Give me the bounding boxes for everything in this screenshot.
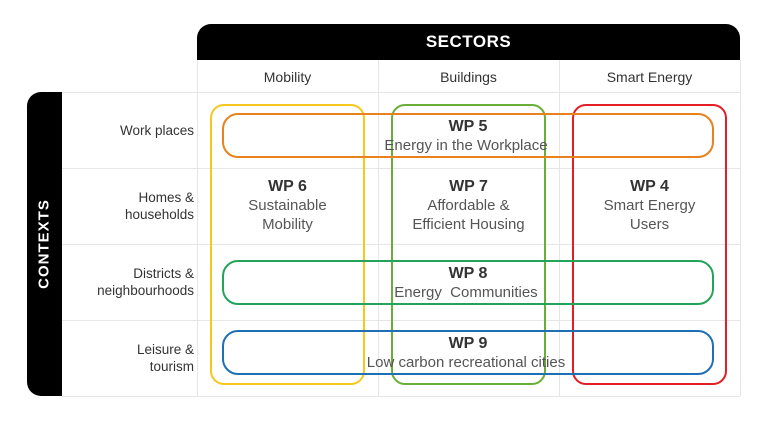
wp8-label: WP 8 Energy Communities	[222, 264, 714, 302]
context-districts-line1: Districts &	[133, 266, 194, 281]
context-leisure: Leisure & tourism	[62, 320, 194, 396]
wp6-subtitle-line2: Mobility	[262, 216, 313, 233]
context-homes-line1: Homes &	[138, 190, 194, 205]
wp5-subtitle: Energy in the Workplace	[384, 137, 548, 154]
grid-hline-4	[62, 320, 740, 321]
wp7-subtitle-line1: Affordable &	[427, 197, 510, 214]
sector-smart-energy: Smart Energy	[606, 69, 693, 85]
context-leisure-line2: tourism	[149, 359, 194, 374]
wp4-subtitle-line1: Smart Energy	[603, 197, 696, 214]
context-districts: Districts & neighbourhoods	[62, 244, 194, 320]
wp9-title: WP 9	[448, 335, 488, 352]
context-districts-line2: neighbourhoods	[97, 283, 194, 298]
wp4-label: WP 4 Smart Energy Users	[572, 177, 727, 234]
context-leisure-line1: Leisure &	[136, 342, 194, 357]
sectors-label: SECTORS	[425, 32, 512, 51]
wp9-frame	[222, 330, 714, 375]
grid-vline-1	[197, 60, 198, 396]
grid-hline-5	[62, 396, 740, 397]
sector-mobility: Mobility	[263, 69, 312, 85]
wp9-label: WP 9 Low carbon recreational cities	[222, 334, 714, 372]
wp5-label: WP 5 Energy in the Workplace	[222, 117, 714, 155]
context-homes: Homes & households	[62, 168, 194, 244]
wp5-frame	[222, 113, 714, 158]
context-work-places-line1: Work places	[119, 122, 194, 138]
context-homes-line2: households	[124, 207, 194, 222]
grid-hline-1	[62, 92, 740, 93]
wp6-subtitle-line1: Sustainable	[248, 197, 327, 214]
wp7-subtitle-line2: Efficient Housing	[412, 216, 525, 233]
wp7-label: WP 7 Affordable & Efficient Housing	[391, 177, 546, 234]
grid-vline-4	[740, 60, 741, 396]
sector-buildings: Buildings	[440, 69, 497, 85]
wp8-frame	[222, 260, 714, 305]
grid-vline-3	[559, 60, 560, 396]
wp8-title: WP 8	[448, 265, 488, 282]
wp4-title: WP 4	[630, 178, 669, 195]
wp4-frame	[572, 104, 727, 385]
wp6-frame	[210, 104, 365, 385]
wp8-subtitle: Energy Communities	[394, 284, 538, 301]
grid-vline-2	[378, 60, 379, 396]
wp6-title: WP 6	[268, 178, 307, 195]
wp7-frame	[391, 104, 546, 385]
context-work-places: Work places	[62, 92, 194, 168]
grid-hline-3	[62, 244, 740, 245]
contexts-header	[27, 92, 62, 396]
sectors-header: SECTORS	[197, 24, 740, 60]
wp4-subtitle-line2: Users	[629, 216, 670, 233]
grid-hline-2	[62, 168, 740, 169]
wp5-title: WP 5	[448, 118, 488, 135]
wp7-title: WP 7	[449, 178, 488, 195]
wp9-subtitle: Low carbon recreational cities	[366, 354, 566, 371]
wp6-label: WP 6 Sustainable Mobility	[210, 177, 365, 234]
contexts-label: CONTEXTS	[35, 199, 53, 289]
